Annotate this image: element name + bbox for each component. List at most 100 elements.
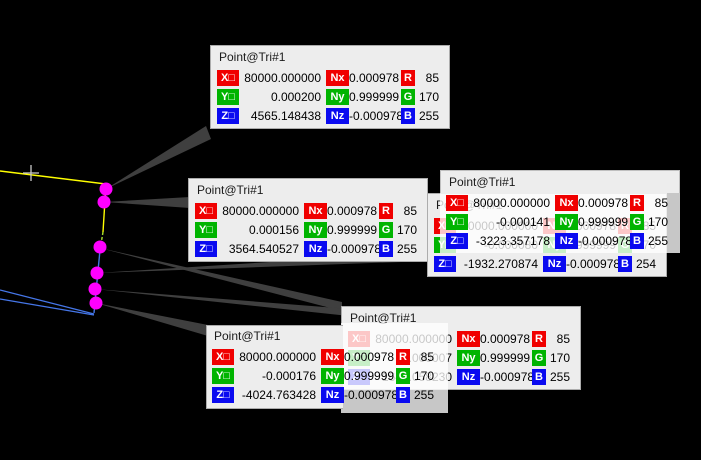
rgb-label-box: B (379, 240, 393, 257)
vertex-point[interactable] (93, 240, 107, 254)
normal-value: -0.000978 (480, 369, 535, 384)
normal-label-box: Nz (555, 232, 578, 249)
coord-value: 80000.000000 (239, 349, 316, 364)
rgb-value: 255 (418, 108, 439, 123)
normal-value: -0.000978 (349, 108, 404, 123)
coord-value: 3564.540527 (228, 241, 299, 256)
rgb-label-box: R (401, 69, 415, 86)
coord-label-box: X□ (212, 348, 234, 365)
normal-value: 0.000978 (327, 203, 378, 218)
rgb-label-box: B (532, 368, 546, 385)
tooltip-title: Point@Tri#1 (350, 311, 417, 325)
coord-value: -1932.270874 (463, 256, 538, 271)
normal-value: 0.000978 (480, 331, 531, 346)
normal-value: 0.999999 (349, 89, 400, 104)
normal-label-box: Nx (555, 194, 578, 211)
rgb-value: 170 (413, 368, 434, 383)
normal-label-box: Nz (321, 386, 344, 403)
normal-value: 0.999999 (578, 214, 629, 229)
fading-tooltip-overlay (341, 323, 448, 413)
rgb-value: 255 (647, 233, 668, 248)
normal-label-box: Ny (326, 88, 349, 105)
leader-line (100, 248, 342, 311)
coord-label-box: X□ (446, 194, 468, 211)
rgb-value: 85 (420, 349, 434, 364)
coord-value: 4565.148438 (250, 108, 321, 123)
rgb-value: 85 (403, 203, 417, 218)
vertex-point[interactable] (97, 195, 111, 209)
coord-value: 0.000156 (248, 222, 299, 237)
rgb-label-box: G (379, 221, 393, 238)
normal-value: -0.000978 (327, 241, 382, 256)
tooltip-title: Point@Tri#1 (219, 50, 286, 64)
rgb-value: 254 (635, 256, 656, 271)
normal-label-box: Ny (457, 349, 480, 366)
normal-label-box: Nx (457, 330, 480, 347)
edge-yellow[interactable] (0, 170, 107, 233)
normal-value: 0.999999 (327, 222, 378, 237)
normal-value: 0.000978 (578, 195, 629, 210)
tooltip-title: Point@Tri#1 (440, 170, 680, 193)
coord-value: 80000.000000 (244, 70, 321, 85)
coord-value: 80000.000000 (473, 195, 550, 210)
leader-line (106, 126, 211, 189)
coord-value: 80000.000000 (222, 203, 299, 218)
coord-label-box: X□ (195, 202, 217, 219)
edge-blue[interactable] (0, 289, 95, 315)
rgb-label-box: B (396, 386, 410, 403)
coord-label-box: Y□ (212, 367, 234, 384)
normal-label-box: Nz (457, 368, 480, 385)
vertex-point[interactable] (88, 282, 102, 296)
rgb-label-box: B (630, 232, 644, 249)
normal-label-box: Nz (326, 107, 349, 124)
rgb-value: 85 (556, 331, 570, 346)
rgb-value: 85 (654, 195, 668, 210)
normal-value: 0.000978 (349, 70, 400, 85)
coord-value: -3223.357178 (475, 233, 550, 248)
coord-label-box: Z□ (212, 386, 234, 403)
rgb-label-box: B (618, 255, 632, 272)
rgb-label-box: G (396, 367, 410, 384)
rgb-label-box: R (532, 330, 546, 347)
coord-label-box: Z□ (446, 232, 468, 249)
rgb-value: 170 (549, 350, 570, 365)
rgb-value: 255 (549, 369, 570, 384)
coord-label-box: Y□ (217, 88, 239, 105)
coord-label-box: Z□ (217, 107, 239, 124)
coord-label-box: Y□ (446, 213, 468, 230)
coord-value: -0.000176 (261, 368, 316, 383)
rgb-label-box: R (396, 348, 410, 365)
tooltip-title: Point@Tri#1 (197, 183, 264, 197)
rgb-value: 170 (647, 214, 668, 229)
leader-line (96, 303, 208, 336)
rgb-value: 85 (425, 70, 439, 85)
normal-label-box: Nx (321, 348, 344, 365)
normal-label-box: Nx (326, 69, 349, 86)
rgb-label-box: R (379, 202, 393, 219)
leader-line (104, 197, 190, 208)
rgb-label-box: R (630, 194, 644, 211)
normal-label-box: Ny (304, 221, 327, 238)
normal-label-box: Nz (304, 240, 327, 257)
vertex-point[interactable] (90, 266, 104, 280)
rgb-value: 255 (396, 241, 417, 256)
edge-blue[interactable] (0, 298, 95, 316)
vertex-point[interactable] (89, 296, 103, 310)
rgb-label-box: B (401, 107, 415, 124)
normal-value: -0.000978 (344, 387, 399, 402)
coord-label-box: Z□ (195, 240, 217, 257)
rgb-value: 255 (413, 387, 434, 402)
normal-value: 0.000978 (344, 349, 395, 364)
vertex-point[interactable] (99, 182, 113, 196)
